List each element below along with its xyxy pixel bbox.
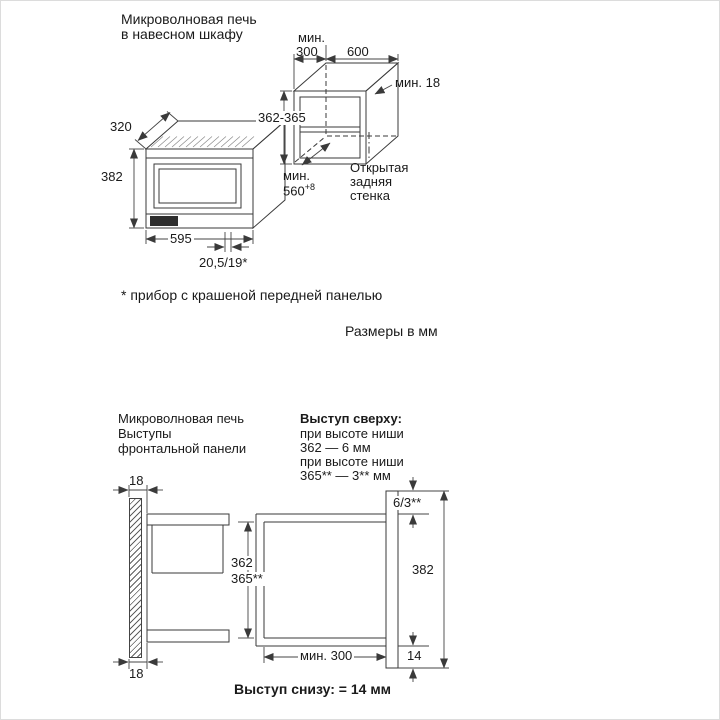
vent-grille-hatch (150, 136, 255, 148)
units-note: Размеры в мм (345, 323, 438, 339)
install-depth-value: 560 (283, 183, 305, 199)
min-depth-dim: мин. 300 (298, 648, 355, 663)
niche-height-dim-line2: 365** (229, 571, 265, 586)
section-drawing (146, 490, 399, 669)
top-overhang-dim: 6/3** (391, 495, 424, 510)
front-protrusion-bottom-dim: 18 (129, 666, 144, 681)
niche-height-dim-line1: 362 (229, 555, 255, 570)
panel-height-dim: 382 (410, 562, 436, 577)
oven-drawing (144, 119, 287, 230)
niche-width-dim: 600 (347, 44, 369, 59)
overhang-note-line1: при высоте ниши (300, 426, 404, 441)
bottom-overhang-dim: 14 (405, 648, 424, 663)
overhang-note-heading: Выступ сверху: (300, 411, 402, 426)
front-protrusion-top-dim: 18 (129, 473, 144, 488)
install-depth-tolerance: +8 (304, 182, 315, 192)
door-protrusion-dim: 20,5/19* (199, 255, 248, 270)
niche-dimensions (280, 45, 399, 166)
open-back-hidden-edges (294, 65, 397, 163)
oven-width-dim: 595 (168, 231, 194, 246)
niche-wall-thickness-dim: мин. 18 (395, 75, 441, 90)
oven-height-dim: 382 (101, 169, 123, 184)
top-title-line1: Микроволновая печь (121, 11, 257, 27)
overhang-note-line2: 362 — 6 мм (300, 440, 371, 455)
niche-depth-dim: 300 (296, 44, 318, 59)
open-back-label-line3: стенка (350, 188, 390, 203)
control-panel-display (150, 216, 178, 226)
install-depth-min-label: мин. (283, 168, 310, 183)
section-dimensions (113, 477, 449, 682)
front-panel-profile (385, 490, 399, 669)
oven-depth-dim: 320 (110, 119, 132, 134)
top-title-line2: в навесном шкафу (121, 26, 243, 42)
cabinet-wall-hatch (129, 498, 142, 658)
bottom-title-line1: Микроволновая печь (118, 411, 244, 426)
install-depth-dim: 560+8 (283, 183, 315, 198)
bottom-title-line2: Выступы (118, 426, 172, 441)
niche-depth-min-label: мин. (298, 30, 325, 45)
niche-height-dim: 362-365 (256, 110, 308, 125)
overhang-note-line3: при высоте ниши (300, 454, 404, 469)
bottom-protrusion-note: Выступ снизу: = 14 мм (234, 681, 392, 697)
open-back-label-line2: задняя (350, 174, 393, 189)
oven-dimensions (129, 111, 254, 252)
open-back-label-line1: Открытая (350, 160, 409, 175)
niche-drawing (292, 61, 400, 166)
overhang-note-line4: 365** — 3** мм (300, 468, 391, 483)
bottom-title-line3: фронтальной панели (118, 441, 247, 456)
footnote: * прибор с крашеной передней панелью (121, 287, 383, 303)
